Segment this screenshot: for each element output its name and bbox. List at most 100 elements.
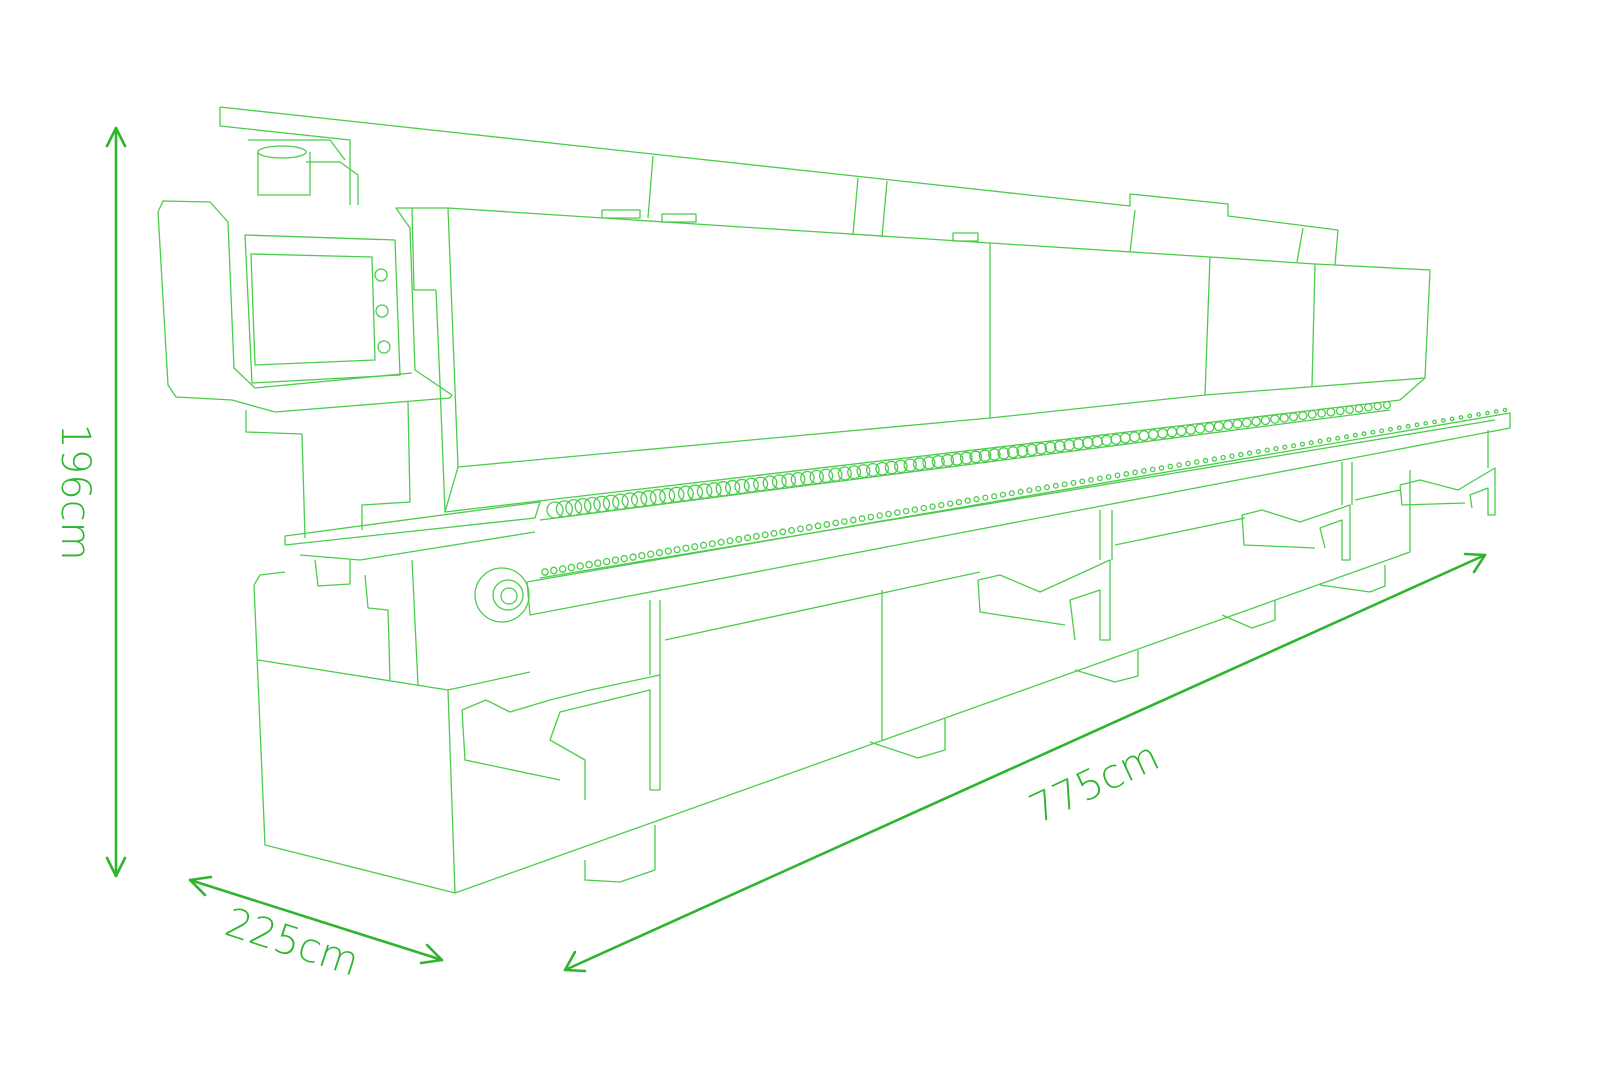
conveyor-pad [938,501,945,509]
roller [847,465,862,480]
conveyor-pad [1388,426,1393,432]
roller [1373,401,1382,411]
conveyor-pad [1035,485,1042,492]
conveyor-pad [1317,438,1323,444]
conveyor-pad [655,549,664,557]
roller [1298,411,1308,421]
roller [1364,403,1373,412]
conveyor-pad [664,547,672,555]
conveyor-pad [620,554,628,563]
conveyor-pad [885,510,892,518]
panel-button [375,304,389,318]
panel-button [377,340,391,354]
conveyor-pad [708,540,716,548]
edgebander-machine-outline [157,106,1511,894]
conveyor-pad [1502,407,1508,413]
top-beam [219,106,1339,266]
conveyor-pad [1467,413,1473,419]
roller [1100,434,1113,447]
roller [687,484,704,501]
roller [1354,404,1364,413]
roller [1006,446,1020,459]
conveyor-pad [638,551,646,560]
conveyor-pad [1052,482,1059,489]
roller [1241,417,1252,428]
conveyor-pad [699,541,708,549]
conveyor-pad [849,516,857,524]
conveyor-pad [946,500,954,507]
roller [1260,415,1271,426]
roller [865,462,880,477]
roller [1317,408,1327,418]
roller [1129,431,1141,443]
conveyor-pad [788,526,796,534]
roller [583,496,601,514]
conveyor-pad [1449,416,1455,422]
conveyor-pad [1379,428,1385,434]
roller [1204,422,1215,433]
roller [753,476,769,492]
conveyor-pad [1167,463,1174,470]
roller [1138,430,1150,442]
conveyor-pad [1432,419,1437,425]
conveyor-pad [1088,476,1094,483]
conveyor-pads [541,407,1508,576]
roller [875,461,890,476]
roller [1213,421,1224,432]
roller [715,481,732,497]
conveyor-pad [1361,431,1367,437]
machine-base [253,470,1411,894]
roller [922,456,936,470]
conveyor-pad [982,494,989,501]
conveyor-pad [594,559,602,567]
roller [762,475,778,491]
conveyor-pad [691,543,699,551]
roller [612,493,629,511]
roller [649,488,666,506]
depth-dimension-arrow [188,875,444,965]
roller [790,471,806,487]
control-screen [250,253,376,366]
conveyor-pad [920,504,927,512]
conveyor-pad [867,513,875,521]
conveyor-pad [902,507,910,515]
conveyor-pad [1291,443,1297,449]
conveyor-pad [1343,434,1349,440]
conveyor-pad [1255,448,1262,455]
roller [1335,406,1345,416]
conveyor-pad [841,518,848,525]
conveyor-pad [1132,469,1138,476]
roller [1063,439,1076,451]
conveyor-pad [1149,466,1156,473]
roller [931,455,945,469]
roller [1223,420,1234,431]
roller [1044,441,1057,454]
control-panel [157,200,453,539]
panel-button [374,268,388,282]
conveyor-pad [1096,475,1103,482]
roller [800,470,815,486]
conveyor-pad [1176,462,1182,468]
conveyor-pad [1370,429,1376,435]
roller [677,485,694,502]
conveyor-pad [823,521,831,528]
height-dimension-arrow [105,126,127,878]
roller [818,468,834,483]
conveyor-pad [761,531,769,539]
roller [1157,427,1169,439]
conveyor-pad [752,532,760,540]
conveyor-pad [911,506,919,513]
conveyor-pad [1423,420,1429,426]
roller [1035,442,1048,455]
roller [1091,435,1103,448]
roller [574,497,592,515]
motor-unit [248,139,359,205]
length-dimension-arrow [563,552,1487,973]
roller [555,500,573,518]
conveyor-pad [1440,418,1446,423]
roller [837,466,852,481]
conveyor-pad [999,491,1007,498]
conveyor-pad [1123,471,1130,477]
roller [1307,409,1317,419]
